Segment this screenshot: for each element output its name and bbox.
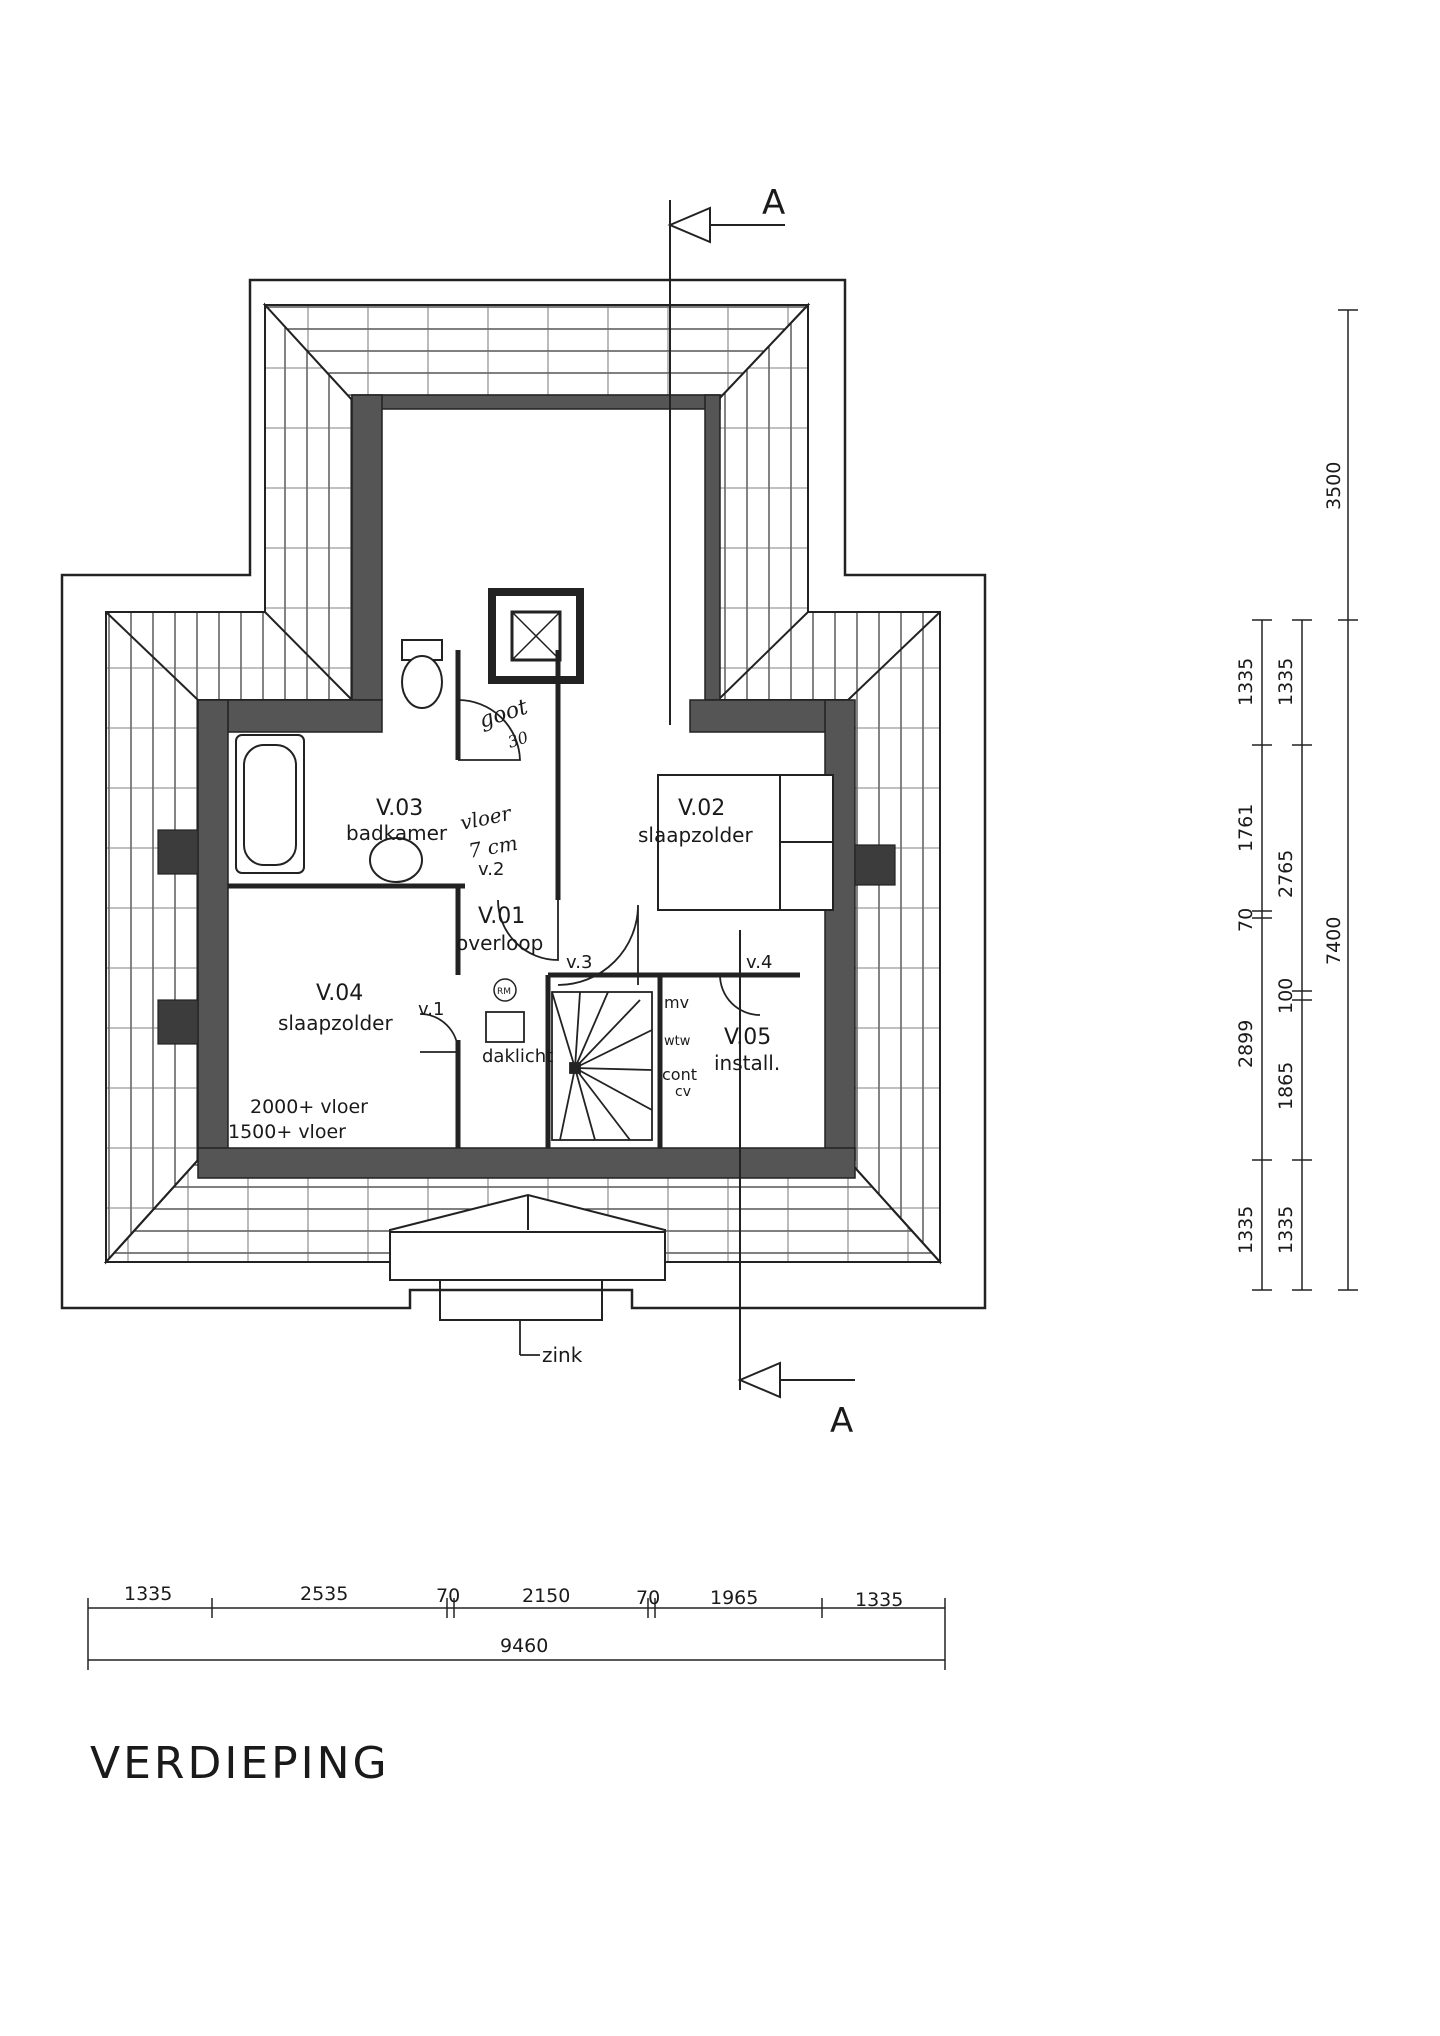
dim-b-3: 70 [436,1585,460,1607]
walls [197,394,856,1179]
door-label-v1: v.1 [418,999,444,1020]
note-wtw: wtw [664,1034,691,1049]
dim-b-7: 1335 [855,1589,903,1611]
dim-b-5: 70 [636,1587,660,1609]
door-swings [419,699,761,1053]
section-marker-bottom: A [830,1401,853,1441]
dim-r3-2: 7400 [1323,917,1345,965]
hand-vloer: vloer [458,800,514,834]
partitions [228,650,800,1148]
note-mv: mv [664,993,689,1012]
dim-r2-4: 1865 [1275,1062,1297,1110]
dim-r2-5: 1335 [1275,1206,1297,1254]
door-label-v3: v.3 [566,952,592,973]
skylight-box [485,1011,525,1043]
dim-b-2: 2535 [300,1583,348,1605]
room-name-v01: overloop [456,931,543,955]
room-code-v03: V.03 [376,796,423,821]
note-floor-2000: 2000+ vloer [250,1096,368,1118]
hand-30: 30 [505,727,530,751]
dim-r2-3: 100 [1275,978,1297,1014]
note-skylight: daklicht [482,1046,553,1067]
drawing-title: VERDIEPING [90,1738,390,1789]
note-floor-1500: 1500+ vloer [228,1121,346,1143]
dormer-window [389,1193,666,1321]
dim-r3-1: 3500 [1323,462,1345,510]
room-code-v01: V.01 [478,904,525,929]
dim-r1-4: 2899 [1235,1020,1257,1068]
rm-symbol [493,978,517,1002]
dim-r2-1: 1335 [1275,658,1297,706]
dim-r1-3: 70 [1235,908,1257,932]
dimension-bottom [87,1598,946,1670]
dim-b-1: 1335 [124,1583,172,1605]
dim-b-total: 9460 [500,1635,548,1657]
dim-r1-2: 1761 [1235,804,1257,852]
dimension-right [1252,309,1358,1291]
chimneys [157,829,896,1045]
staircase [551,991,653,1141]
note-zinc: zink [542,1343,583,1367]
dim-b-4: 2150 [522,1585,570,1607]
chimney-shaft [488,588,584,684]
section-marker-top: A [762,183,785,223]
door-label-v4: v.4 [746,952,772,973]
hand-cm: 7 cm [467,831,520,863]
room-code-v05: V.05 [724,1025,771,1050]
bathroom-fixtures [235,639,443,883]
dim-b-6: 1965 [710,1587,758,1609]
room-name-v03: badkamer [346,821,448,845]
note-cv: cv [675,1084,691,1100]
room-code-v04: V.04 [316,981,363,1006]
note-cont: cont [662,1065,697,1084]
room-name-v04: slaapzolder [278,1011,393,1035]
room-name-v05: install. [714,1051,780,1075]
room-name-v02: slaapzolder [638,823,753,847]
room-code-v02: V.02 [678,796,725,821]
bed [657,774,834,911]
section-line [667,200,855,1399]
dim-r2-2: 2765 [1275,850,1297,898]
note-rm: RM [497,987,511,997]
roof-outline [60,278,987,1310]
dim-r1-1: 1335 [1235,658,1257,706]
door-label-v2: v.2 [478,859,504,880]
dim-r1-5: 1335 [1235,1206,1257,1254]
